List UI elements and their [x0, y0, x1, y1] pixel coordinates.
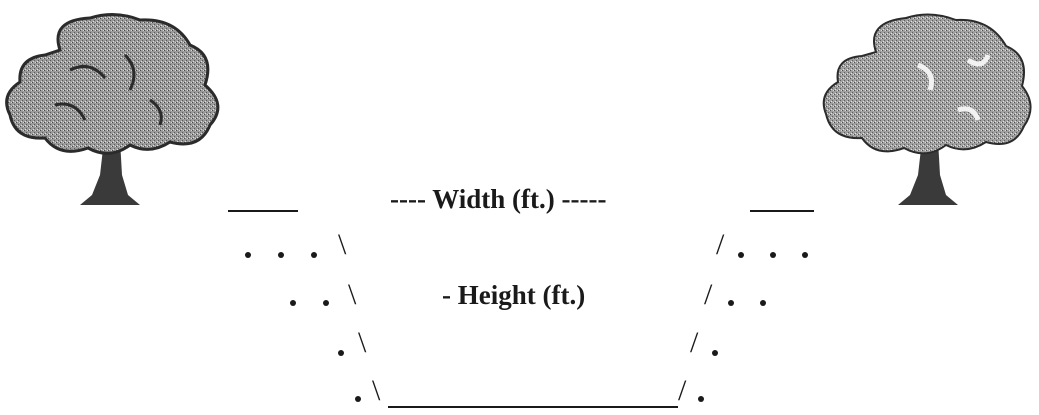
- left-dot: [245, 252, 251, 258]
- left-slope-backslash: \: [358, 326, 367, 359]
- ditch-bottom-line: [388, 406, 678, 408]
- left-dot: [355, 396, 361, 402]
- left-slope-backslash: \: [338, 228, 347, 261]
- right-slope-slash: /: [716, 228, 725, 261]
- right-dot: [738, 252, 744, 258]
- height-label: - Height (ft.): [442, 280, 586, 310]
- left-slope-backslash: \: [372, 374, 381, 407]
- right-dot: [760, 300, 766, 306]
- width-label: ---- Width (ft.) -----: [390, 184, 607, 214]
- right-dot: [770, 252, 776, 258]
- right-slope-slash: /: [704, 278, 713, 311]
- right-slope-slash: /: [690, 326, 699, 359]
- left-tree-icon: [5, 13, 220, 205]
- right-top-bank-line: [750, 210, 814, 212]
- left-dot: [323, 300, 329, 306]
- right-slope-slash: /: [678, 374, 687, 407]
- left-top-bank-line: [228, 210, 298, 212]
- left-dot: [290, 300, 296, 306]
- left-dot: [278, 252, 284, 258]
- right-dot: [698, 396, 704, 402]
- right-dot: [712, 350, 718, 356]
- right-tree-icon: [822, 13, 1032, 205]
- left-dot: [311, 252, 317, 258]
- left-dot: [338, 350, 344, 356]
- right-dot: [802, 252, 808, 258]
- right-dot: [728, 300, 734, 306]
- left-slope-backslash: \: [348, 278, 357, 311]
